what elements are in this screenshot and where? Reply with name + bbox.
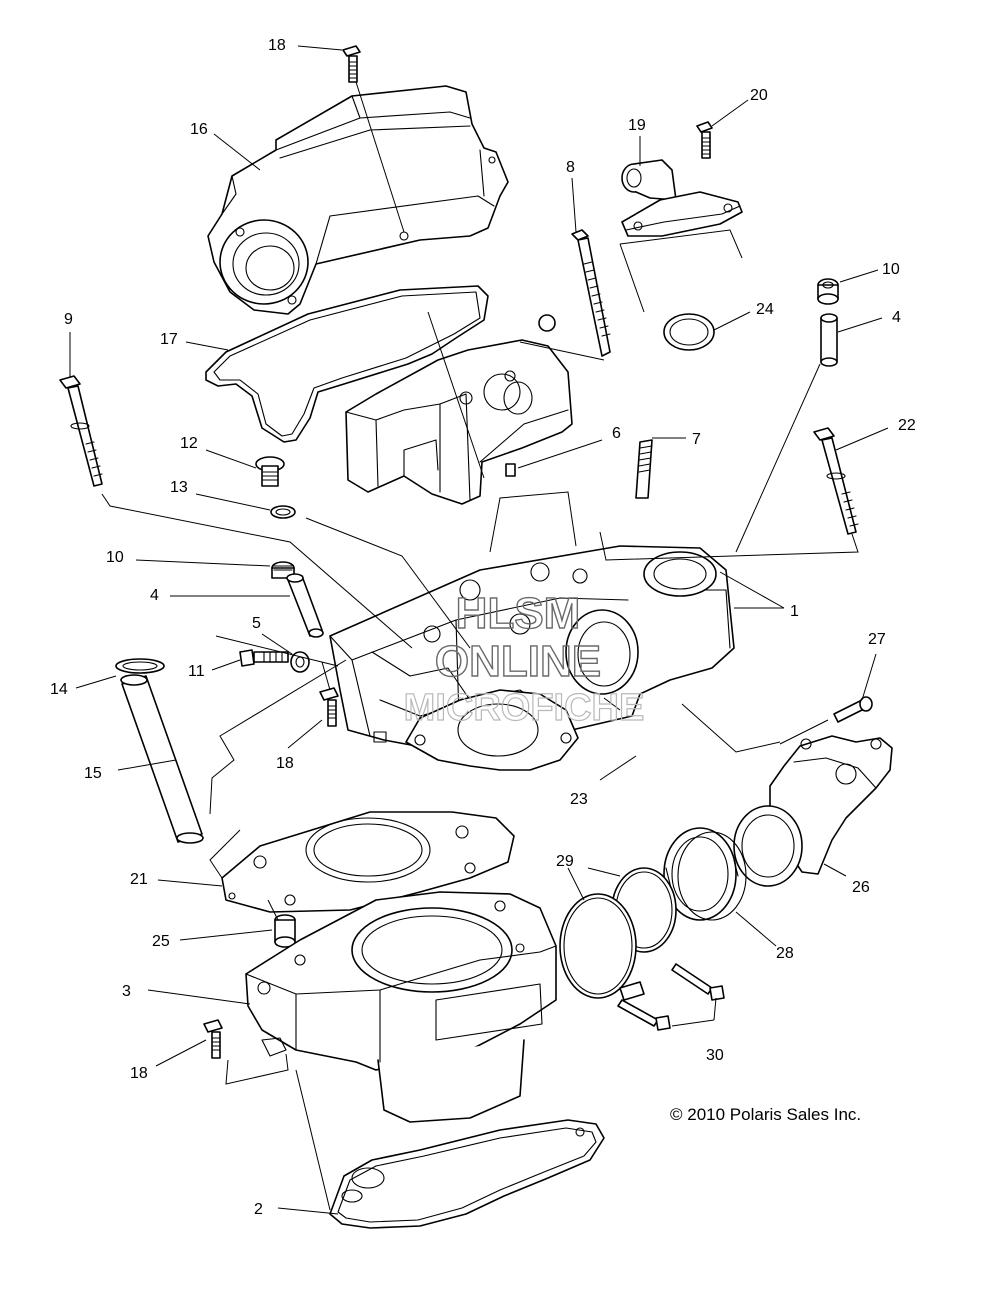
callout-27: 27 [868, 631, 886, 648]
cam-carrier-part [345, 339, 573, 505]
callout-13: 13 [170, 479, 188, 496]
callout-16: 16 [190, 121, 208, 138]
callout-17: 17 [160, 331, 178, 348]
callout-10-right: 10 [882, 261, 900, 278]
bolt-27-part [833, 696, 873, 723]
clamp-29-lower-part [559, 893, 645, 1001]
callout-6: 6 [612, 425, 621, 442]
callout-29: 29 [556, 853, 574, 870]
callout-4-right: 4 [892, 309, 901, 326]
head-gasket-21-part [221, 811, 515, 913]
dowel-6-part [505, 463, 516, 477]
leader-lines [69, 45, 889, 1215]
valve-guide-left-part [286, 573, 324, 638]
o-ring-24-part [663, 313, 715, 351]
assembly-lines [101, 81, 859, 1211]
copyright-notice: © 2010 Polaris Sales Inc. [670, 1105, 861, 1124]
callout-10-left: 10 [106, 549, 124, 566]
washer-13-part [270, 505, 296, 519]
stud-8-part [538, 229, 611, 357]
bolt-11-part [239, 649, 289, 667]
bolt-22-part [813, 427, 859, 535]
bolt-top-part [342, 45, 361, 83]
callout-2: 2 [254, 1201, 263, 1218]
spring-14-part [115, 658, 165, 674]
clamp-28-part [663, 827, 747, 921]
gasket-23-part [405, 689, 579, 771]
callout-30: 30 [706, 1047, 724, 1064]
callout-15: 15 [84, 765, 102, 782]
valve-cover-part [207, 85, 509, 315]
callout-9: 9 [64, 311, 73, 328]
callout-1: 1 [790, 603, 799, 620]
callout-19: 19 [628, 117, 646, 134]
callout-25: 25 [152, 933, 170, 950]
tube-15-part [120, 674, 204, 844]
callout-7: 7 [692, 431, 701, 448]
bolt-bottom-part [203, 1019, 223, 1059]
callout-11: 11 [188, 663, 205, 680]
cylinder-head-part [329, 545, 735, 757]
callout-24: 24 [756, 301, 774, 318]
callout-14: 14 [50, 681, 68, 698]
valve-seal-right-part [817, 278, 839, 305]
bolt-9-part [59, 375, 103, 487]
callout-5: 5 [252, 615, 261, 632]
callout-21: 21 [130, 871, 148, 888]
valve-seal-left-part [271, 561, 295, 579]
callout-20: 20 [750, 87, 768, 104]
callout-18-top: 18 [268, 37, 286, 54]
bolt-30-upper-part [671, 963, 725, 1001]
callout-8: 8 [566, 159, 575, 176]
callout-18-middle: 18 [276, 755, 294, 772]
valve-guide-right-part [820, 313, 838, 367]
callout-26: 26 [852, 879, 870, 896]
callout-18-bottom: 18 [130, 1065, 148, 1082]
dowel-25-part [274, 914, 296, 948]
thermostat-housing-part [621, 159, 743, 237]
bolt-20-part [696, 121, 713, 159]
intake-boot-26-part [733, 735, 893, 887]
watermark-line-2: ONLINE [435, 637, 601, 686]
bolt-30-lower-part [617, 999, 671, 1031]
base-gasket-2-part [329, 1119, 605, 1229]
valve-cover-gasket-part [205, 285, 489, 443]
callout-labels: 18 16 19 20 8 10 4 24 9 17 22 6 7 12 13 … [50, 37, 916, 1218]
callout-3: 3 [122, 983, 131, 1000]
washer-5-part [290, 651, 310, 673]
callout-22: 22 [898, 417, 916, 434]
watermark-line-3: MICROFICHE [404, 687, 645, 729]
watermark: HLSM ONLINE MICROFICHE [403, 588, 645, 729]
callout-4-left: 4 [150, 587, 159, 604]
watermark-line-1: HLSM [456, 589, 581, 638]
callout-23: 23 [570, 791, 588, 808]
bolt-middle-part [319, 687, 339, 727]
stud-7-part [635, 439, 653, 499]
callout-28: 28 [776, 945, 794, 962]
plug-12-part [255, 456, 285, 487]
cylinder-3-part [245, 891, 557, 1123]
callout-12: 12 [180, 435, 198, 452]
